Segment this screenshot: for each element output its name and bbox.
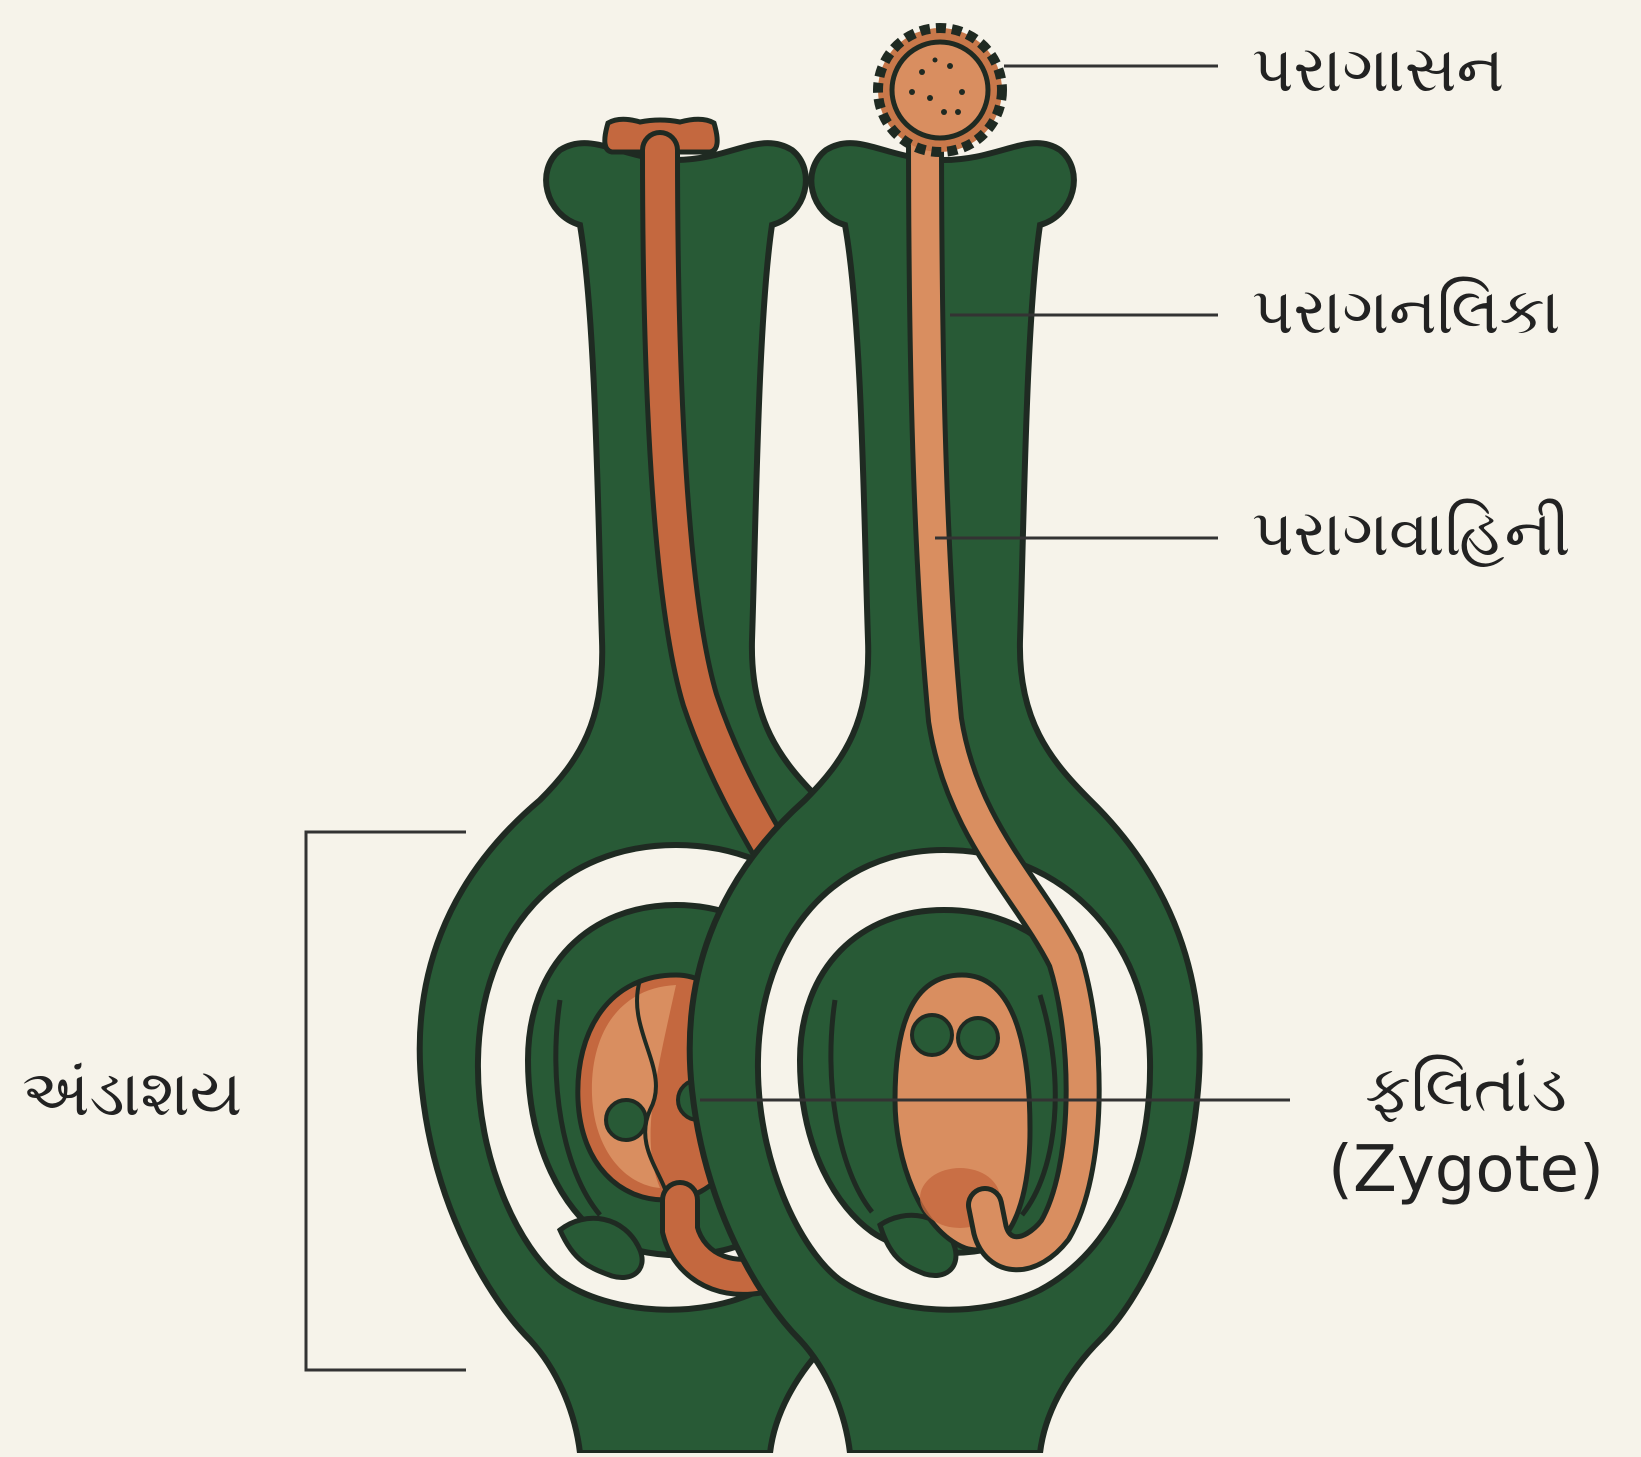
right-nucleus-2 [958,1018,998,1058]
pollen-tube-label: પરાગનલિકા [1252,280,1560,344]
right-nucleus-1 [912,1015,952,1055]
stigma-label: પરાગાસન [1252,38,1504,102]
left-nucleus-1 [606,1100,646,1140]
style-label: પરાગવાહિની [1252,502,1571,566]
zygote-label-english: (Zygote) [1316,1130,1616,1210]
zygote-label-gujarati: ફલિતાંડ [1316,1050,1616,1130]
ovary-label: અંડાશય [22,1062,242,1126]
pollen-grain [892,42,988,138]
zygote-label: ફલિતાંડ (Zygote) [1316,1050,1616,1210]
